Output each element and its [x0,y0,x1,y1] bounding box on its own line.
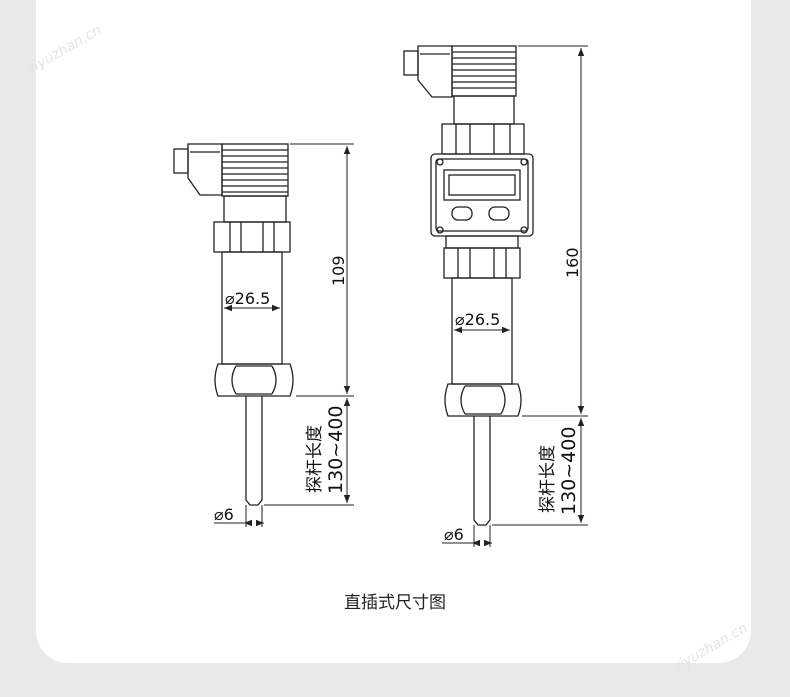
content-card [36,0,751,663]
right-display-housing [430,153,534,237]
right-probe [473,416,491,526]
left-probe-length-range: 130~400 [325,406,347,494]
left-probe-diameter-label: ⌀6 [214,505,234,524]
right-probe-length-title: 探杆长度 [538,445,558,513]
right-diameter-label: ⌀26.5 [455,310,500,329]
left-probe-length-title: 探杆长度 [305,425,325,493]
right-lower-nut [443,247,521,279]
right-neck [453,95,515,125]
left-dimensions [214,143,354,527]
left-connector [173,143,223,196]
sensor-left [173,143,294,506]
right-dimensions [442,45,588,547]
left-probe [245,396,263,506]
right-probe-length-range: 130~400 [558,427,580,515]
figure-caption: 直插式尺寸图 [344,593,446,613]
right-height-label: 160 [563,247,582,278]
right-collar [445,235,519,249]
left-diameter-label: ⌀26.5 [225,289,270,308]
left-height-label: 109 [329,255,348,286]
right-bottom-hex [444,383,522,417]
left-ribbed-head [221,143,289,197]
right-upper-nut [441,123,525,155]
left-bottom-hex [214,363,294,397]
right-body-tube [451,277,513,385]
left-neck [223,195,287,223]
right-connector [403,45,453,98]
sensor-right [403,45,534,526]
right-probe-diameter-label: ⌀6 [444,525,464,544]
left-upper-nut [213,221,291,253]
right-ribbed-head [451,45,517,97]
